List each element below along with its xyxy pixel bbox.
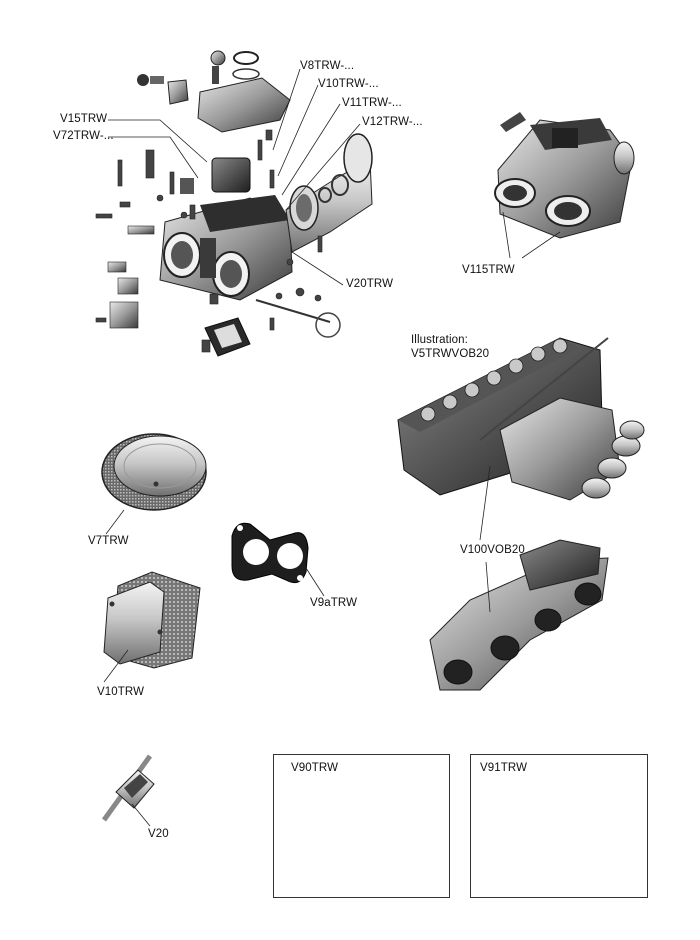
- part-label-v11trw: V11TRW-...: [342, 97, 402, 109]
- part-label-v20trw: V20TRW: [346, 278, 394, 290]
- part-label-v10trw: V10TRW: [97, 686, 145, 698]
- part-label-v90trw: V90TRW: [291, 762, 339, 774]
- oval-air-filter-drawing: [101, 433, 207, 511]
- part-label-v7trw: V7TRW: [88, 535, 129, 547]
- leader-lines: [108, 68, 361, 286]
- fuel-filter-drawing: [101, 754, 155, 822]
- gasket-kit-v90-frame: [273, 754, 450, 898]
- exploded-carburettor-drawing: [95, 50, 373, 357]
- part-label-v72trw: V72TRW-...: [53, 130, 114, 142]
- part-label-v100vob20: V100VOB20: [460, 544, 525, 556]
- part-label-v12trw: V12TRW-...: [362, 116, 423, 128]
- gasket-kit-v91-frame: [470, 754, 648, 898]
- part-label-v8trw: V8TRW-...: [300, 60, 355, 72]
- illustration-caption: Illustration:: [411, 334, 468, 346]
- part-label-v15trw: V15TRW: [60, 113, 108, 125]
- part-label-v20: V20: [148, 828, 169, 840]
- part-label-v10trw-series: V10TRW-...: [318, 78, 379, 90]
- illustration-part-number: V5TRWVOB20: [411, 348, 490, 360]
- part-label-v115trw: V115TRW: [462, 264, 515, 276]
- rectangular-air-filter-drawing: [103, 571, 201, 669]
- part-label-v9atrw: V9aTRW: [310, 597, 358, 609]
- flange-gasket-drawing: [231, 522, 309, 584]
- twin-carburettor-drawing: [494, 112, 635, 239]
- intake-manifold-drawing: [429, 539, 609, 691]
- engine-cylinder-head-drawing: [397, 337, 645, 501]
- part-label-v91trw: V91TRW: [480, 762, 528, 774]
